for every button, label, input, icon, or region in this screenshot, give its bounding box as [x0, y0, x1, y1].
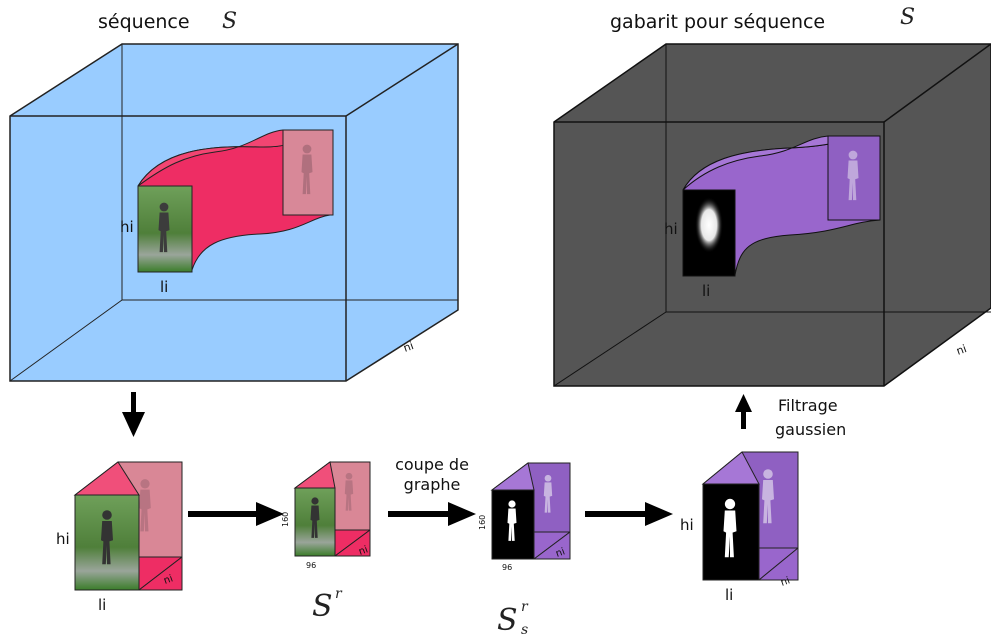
rescaled-silhouette-cube: [701, 451, 799, 581]
frames-label-1: ni: [402, 339, 416, 355]
arrow-graph-cut: [388, 502, 476, 526]
height-label-2: hi: [664, 220, 678, 238]
height-label-3: hi: [56, 530, 70, 548]
graph-cut-label-line1: coupe de: [395, 455, 469, 474]
resized-symbol-sup: r: [335, 586, 343, 602]
arrow-resize: [188, 502, 284, 526]
resized-width-label-2: 96: [502, 563, 512, 572]
sequence-title: séquence: [98, 11, 190, 33]
resized-height-label-1: 160: [281, 512, 290, 527]
sequence-tube: [137, 129, 334, 273]
template-tube: [682, 135, 881, 277]
length-label-2: li: [702, 282, 710, 300]
length-label-1: li: [160, 278, 168, 296]
frames-label-3: ni: [162, 573, 174, 586]
resized-cube: [293, 461, 371, 557]
frames-label-5: ni: [554, 546, 566, 559]
height-label-1: hi: [120, 218, 134, 236]
height-label-4: hi: [680, 516, 694, 534]
up-arrow: [735, 394, 752, 429]
gaussian-filter-label-line1: Filtrage: [778, 396, 838, 415]
frames-label-6: ni: [779, 575, 791, 588]
frames-label-4: ni: [357, 544, 369, 557]
length-label-4: li: [725, 586, 733, 604]
template-title: gabarit pour séquence: [610, 11, 825, 33]
frames-label-2: ni: [955, 342, 969, 358]
extracted-tube-cube: [73, 461, 183, 591]
resized-symbol: S: [312, 589, 333, 624]
segmented-symbol-sub: s: [521, 622, 528, 638]
segmented-symbol: S: [497, 603, 518, 638]
arrow-resize-back: [585, 502, 673, 526]
gaussian-filter-label-line2: gaussien: [775, 420, 846, 439]
template-title-symbol: S: [900, 5, 915, 30]
resized-width-label-1: 96: [306, 561, 316, 570]
segmented-cube: [490, 462, 571, 560]
resized-height-label-2: 160: [478, 515, 487, 530]
segmented-symbol-sup: r: [521, 599, 529, 615]
down-arrow: [122, 392, 145, 437]
sequence-title-symbol: S: [222, 9, 237, 34]
length-label-3: li: [98, 596, 106, 614]
graph-cut-label-line2: graphe: [404, 475, 461, 494]
